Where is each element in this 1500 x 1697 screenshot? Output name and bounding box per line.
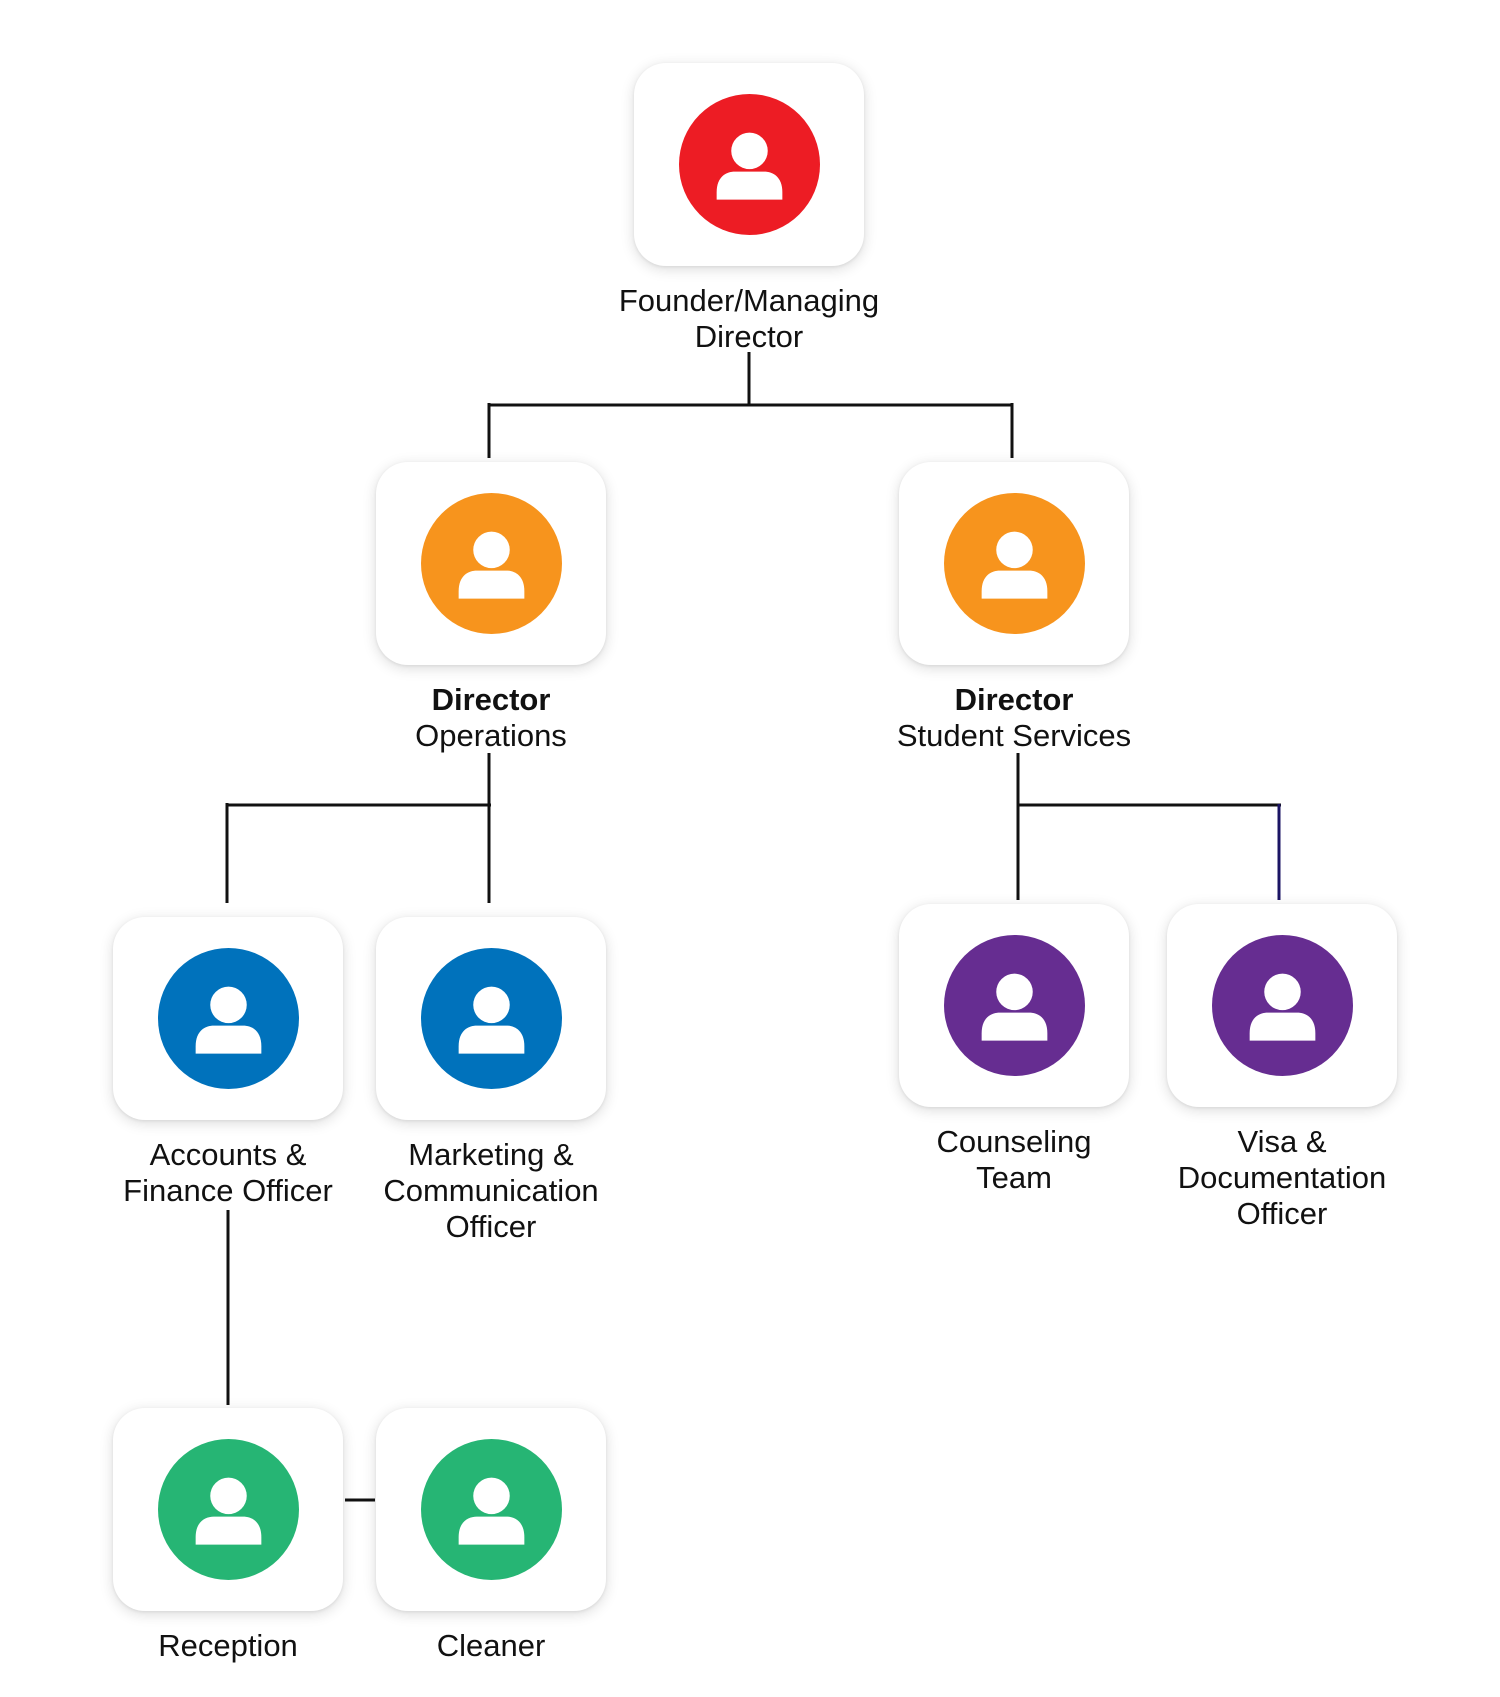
avatar (158, 1439, 299, 1580)
avatar (944, 935, 1085, 1076)
card (634, 63, 864, 266)
node-title: Operations (415, 718, 567, 753)
card (113, 1408, 343, 1611)
node-role: Director (431, 682, 551, 717)
node-label: Founder/Managing Director (574, 283, 924, 355)
person-icon (716, 132, 783, 200)
node-label: Cleaner (316, 1628, 666, 1664)
node-title: Student Services (896, 718, 1132, 753)
node-title: Accounts & Finance Officer (123, 1137, 333, 1208)
card (376, 917, 606, 1120)
node-label: Marketing & Communication Officer (316, 1137, 666, 1245)
node-label: Director Operations (316, 682, 666, 754)
person-icon (195, 1477, 262, 1545)
connector-student-services-to-staff (1016, 753, 1281, 900)
node-title: Visa & Documentation Officer (1177, 1124, 1387, 1231)
node-label: Visa & Documentation Officer (1107, 1124, 1457, 1232)
card (113, 917, 343, 1120)
person-icon (195, 986, 262, 1054)
avatar (421, 1439, 562, 1580)
connector-founder-to-directors (487, 352, 1014, 458)
card (376, 462, 606, 665)
person-icon (1249, 973, 1316, 1041)
avatar (944, 493, 1085, 634)
card (899, 904, 1129, 1107)
avatar (679, 94, 820, 235)
node-label: Reception (53, 1628, 403, 1664)
node-title: Founder/Managing Director (618, 283, 880, 354)
node-title: Reception (158, 1628, 298, 1663)
person-icon (981, 531, 1048, 599)
node-title: Marketing & Communication Officer (383, 1137, 599, 1244)
person-icon (458, 531, 525, 599)
card (899, 462, 1129, 665)
person-icon (458, 1477, 525, 1545)
avatar (1212, 935, 1353, 1076)
avatar (421, 493, 562, 634)
connector-operations-to-staff (225, 753, 491, 903)
node-title: Counseling Team (936, 1124, 1092, 1195)
node-role: Director (954, 682, 1074, 717)
node-label: Accounts & Finance Officer (53, 1137, 403, 1209)
person-icon (458, 986, 525, 1054)
node-label: Director Student Services (839, 682, 1189, 754)
avatar (158, 948, 299, 1089)
person-icon (981, 973, 1048, 1041)
card (1167, 904, 1397, 1107)
avatar (421, 948, 562, 1089)
node-title: Cleaner (436, 1628, 546, 1663)
node-label: Counseling Team (839, 1124, 1189, 1196)
card (376, 1408, 606, 1611)
